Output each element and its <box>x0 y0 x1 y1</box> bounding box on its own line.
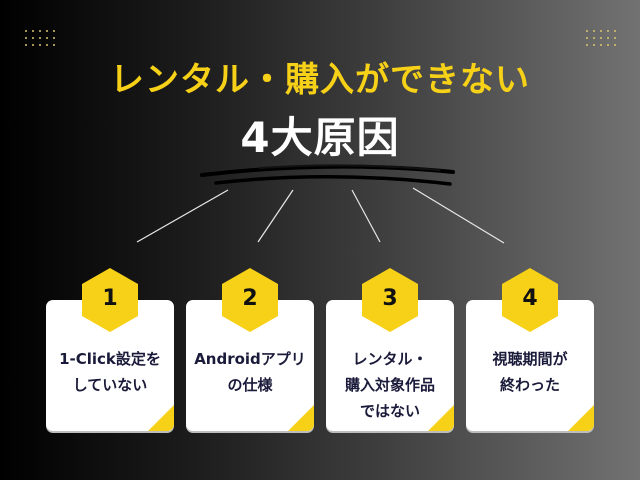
hexagon-badge-1: 1 <box>82 268 138 332</box>
badge-number: 2 <box>242 286 258 311</box>
reason-text: レンタル・ 購入対象作品 ではない <box>344 350 435 420</box>
badge-number: 3 <box>382 286 398 311</box>
reason-text: Androidアプリ の仕様 <box>194 350 306 394</box>
hexagon-badge-3: 3 <box>362 268 418 332</box>
subheadline: 4大原因 <box>240 113 400 162</box>
hexagon-badge-2: 2 <box>222 268 278 332</box>
dot-grid-icon-left <box>25 30 60 51</box>
hexagon-badge-4: 4 <box>502 268 558 332</box>
reason-text: 1-Click設定を していない <box>59 350 161 394</box>
badge-number: 4 <box>522 286 538 311</box>
headline: レンタル・購入ができない <box>110 60 530 100</box>
connector-lines <box>136 187 505 244</box>
reason-text: 視聴期間が 終わった <box>492 350 568 394</box>
badge-number: 1 <box>102 286 118 311</box>
corner-accent-icon <box>288 405 314 431</box>
corner-accent-icon <box>428 405 454 431</box>
dot-grid-icon-right <box>586 30 621 51</box>
reason-card-2: Androidアプリ の仕様 <box>186 300 314 431</box>
corner-accent-icon <box>148 405 174 431</box>
corner-accent-icon <box>568 405 594 431</box>
